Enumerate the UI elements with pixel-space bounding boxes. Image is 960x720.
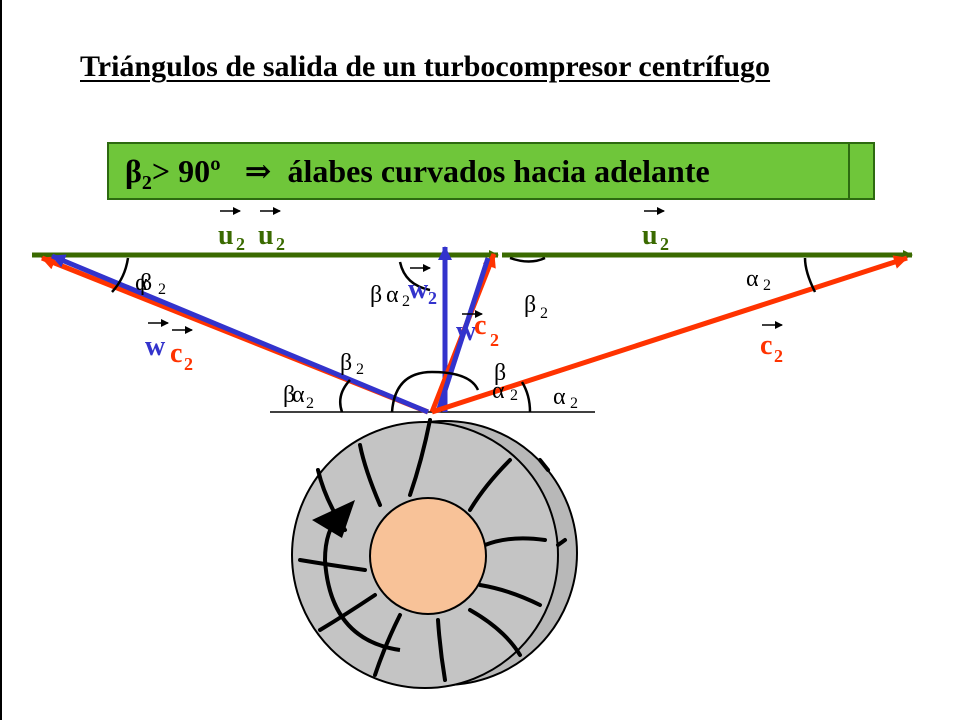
u2-label-3-sub: 2 <box>660 234 669 254</box>
c2-label-left: c <box>170 338 182 369</box>
middle-vector-labels: w 2 w c 2 <box>408 264 499 350</box>
banner-beta: β <box>125 153 142 189</box>
alpha2-arc-top <box>398 261 431 292</box>
center-sub: 2 <box>402 293 410 310</box>
alpha2-label-right-sub: 2 <box>763 277 771 294</box>
angle-labels: β α 2 β 2 β α 2 β α 2 β 2 β α 2 α 2 α 2 <box>135 266 771 412</box>
u2-label-1-sub: 2 <box>236 234 245 254</box>
alpha2-label-top-left: α <box>135 270 148 296</box>
blade <box>478 583 542 607</box>
beta2-label-top-left-sub: 2 <box>158 281 166 298</box>
banner-divider <box>848 144 850 198</box>
banner-implies-arrow: ⇒ <box>244 153 272 189</box>
c2-label-right-sub: 2 <box>774 346 783 366</box>
beta2-arc-top-right <box>509 256 546 263</box>
bottom-left-sub: 2 <box>306 395 314 412</box>
right-vector-labels: c 2 <box>760 321 783 366</box>
banner-condition: > 90º <box>151 153 221 189</box>
blade <box>483 536 547 547</box>
c2-label-mid: c <box>474 310 486 341</box>
c2-label-mid-sub: 2 <box>490 330 499 350</box>
banner-beta-subscript: 2 <box>141 172 152 194</box>
angle-arcs <box>111 256 817 413</box>
u2-labels: u 2 u 2 u 2 <box>218 207 669 254</box>
page-left-border <box>0 0 2 720</box>
alpha2-label-bottom-right: α <box>553 384 566 410</box>
beta2-label-mid-left-sub: 2 <box>356 361 364 378</box>
beta2-label-right: β <box>524 292 536 318</box>
beta2-label-mid-left: β <box>340 350 352 376</box>
u2-label-3: u <box>642 220 658 251</box>
alpha2-label-bottom-left: α <box>292 382 305 408</box>
alpha2-label-bottom-right-sub: 2 <box>570 395 578 412</box>
alpha2-label-right: α <box>746 266 759 292</box>
u2-label-2: u <box>258 220 274 251</box>
alpha2-arc-right <box>803 257 817 293</box>
blade <box>556 538 567 547</box>
w2-label-left: w <box>145 331 166 362</box>
alpha2-label-center: α <box>386 282 399 308</box>
c2-vector-right <box>431 255 908 415</box>
w2-label-top: w <box>408 274 429 305</box>
alpha2-arc-bottom <box>520 381 532 413</box>
left-vector-labels: w c 2 <box>145 319 193 374</box>
beta2-label-center: β <box>370 282 382 308</box>
blade <box>318 593 377 632</box>
blade <box>373 613 402 677</box>
rotation-arrowhead <box>312 500 355 538</box>
beta2-arc-middle <box>390 370 480 413</box>
w2-label-mid: w <box>456 316 477 347</box>
c2-label-right: c <box>760 330 772 361</box>
w2-vector-left <box>51 253 429 415</box>
beta2-label-right-sub: 2 <box>540 305 548 322</box>
beta2-label-bottom-left: β <box>283 382 295 408</box>
condition-banner: β2> 90º ⇒ álabes curvados hacia adelante <box>107 142 875 200</box>
bottom-center-sub: 2 <box>510 387 518 404</box>
blade <box>298 558 367 572</box>
blade <box>408 418 432 497</box>
w2-vector-diagonal <box>435 257 491 413</box>
blade <box>436 618 447 682</box>
blade <box>468 608 522 657</box>
c2-label-left-sub: 2 <box>184 354 193 374</box>
impeller-blades <box>298 418 567 682</box>
impeller <box>291 418 578 689</box>
w2-label-top-sub: 2 <box>428 288 437 308</box>
banner-description: álabes curvados hacia adelante <box>287 153 710 189</box>
u2-label-2-sub: 2 <box>276 234 285 254</box>
beta2-arc-lower <box>339 379 351 413</box>
beta2-label-bottom-center: β <box>494 360 506 386</box>
impeller-hub <box>369 497 487 615</box>
page-title: Triángulos de salida de un turbocompreso… <box>80 50 771 83</box>
u2-label-1: u <box>218 220 234 251</box>
blade <box>538 458 550 472</box>
blade <box>358 443 382 507</box>
alpha2-label-bottom-center: α <box>492 378 505 404</box>
banner-text: β2> 90º ⇒ álabes curvados hacia adelante <box>125 152 710 194</box>
beta2-label-top-left: β <box>140 270 152 296</box>
blade <box>468 458 512 512</box>
beta2-arc-left <box>111 257 130 293</box>
